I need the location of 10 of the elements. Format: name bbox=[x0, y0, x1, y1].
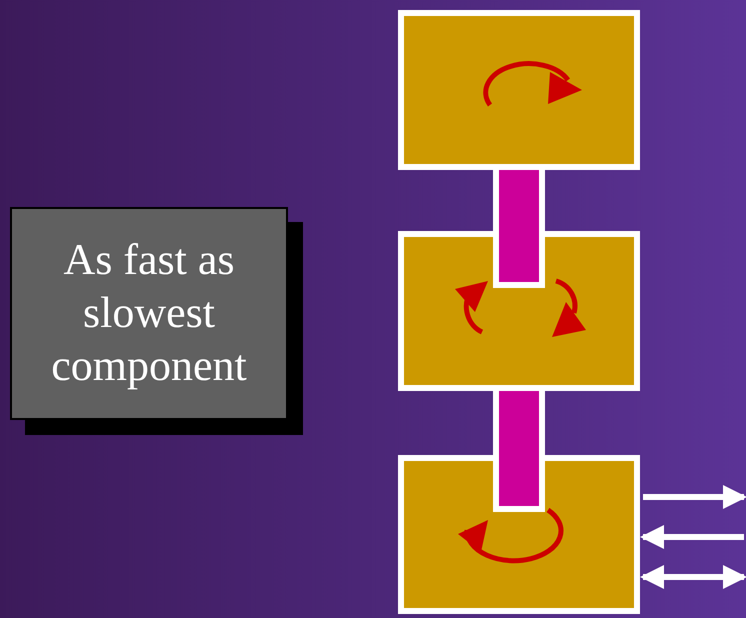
connector-bar bbox=[499, 170, 539, 282]
component-box bbox=[398, 10, 640, 170]
arrow bbox=[643, 485, 746, 509]
text-box bbox=[10, 207, 288, 420]
connector-bar bbox=[499, 391, 539, 506]
arrow bbox=[640, 525, 744, 549]
box-text: As fast as slowest component bbox=[50, 234, 248, 392]
component-box bbox=[398, 455, 640, 614]
arrow bbox=[640, 565, 746, 589]
component-box bbox=[398, 231, 640, 391]
